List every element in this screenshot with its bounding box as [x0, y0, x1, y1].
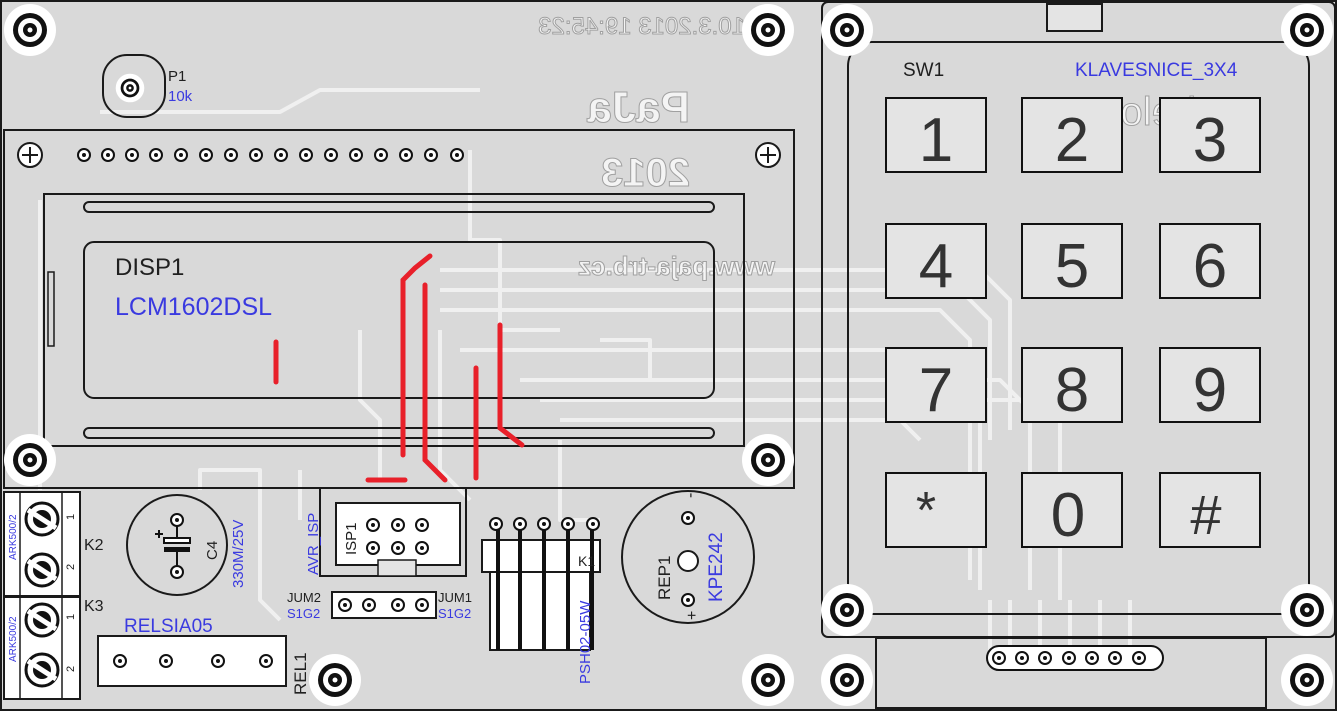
k1-connector: K1 PSH02-05W — [481, 517, 601, 684]
k2-value: ARK500/2 — [8, 514, 19, 560]
keypad-key-star[interactable]: * — [885, 472, 987, 548]
keypad-key-9[interactable]: 9 — [1159, 347, 1261, 425]
keypad-key-0[interactable]: 0 — [1021, 472, 1123, 550]
p1-potentiometer: P1 10k — [102, 54, 193, 118]
rel1-relay: RELSIA05 REL1 — [97, 616, 310, 695]
k1-value: PSH02-05W — [577, 600, 594, 684]
jum1-value: S1G2 — [438, 606, 471, 621]
year-text: 2013 — [601, 151, 690, 195]
author-text: PaJa — [587, 83, 690, 132]
jum2-ref: JUM2 — [287, 590, 321, 605]
keypad-key-1[interactable]: 1 — [885, 97, 987, 175]
key-label: 7 — [919, 356, 953, 425]
k3-pin2: 2 — [65, 666, 77, 672]
rel1-ref: REL1 — [291, 652, 310, 695]
rep1-buzzer: REP1 KPE242 - + — [621, 490, 755, 624]
jum1-ref: JUM1 — [438, 590, 472, 605]
p1-ref: P1 — [168, 68, 186, 85]
c4-ref: C4 — [204, 541, 221, 560]
rep1-plus: + — [684, 611, 701, 620]
rep1-ref: REP1 — [655, 556, 674, 600]
k3-value: ARK500/2 — [8, 616, 19, 662]
display-value: LCM1602DSL — [115, 293, 272, 321]
keypad-value: KLAVESNICE_3X4 — [1075, 60, 1238, 81]
k3-ref: K3 — [84, 598, 104, 615]
keypad-key-7[interactable]: 7 — [885, 347, 987, 425]
rep1-minus: - — [682, 493, 699, 498]
p1-value: 10k — [168, 88, 193, 105]
c4-value: 330M/25V — [230, 520, 247, 588]
keypad-connector — [986, 645, 1164, 671]
k2-terminal-block: ARK500/2 1 2 K2 — [3, 491, 104, 597]
display-mount-holes — [17, 142, 781, 168]
k2-pin1: 1 — [65, 514, 77, 520]
isp-value: AVR_ISP — [305, 513, 322, 575]
key-label: 1 — [919, 106, 953, 175]
date-stamp: 10.3.2013 19:45:23 — [538, 13, 745, 40]
jumpers: JUM2 S1G2 JUM1 S1G2 — [287, 590, 472, 621]
key-label: 3 — [1193, 106, 1227, 175]
website-text: www.paja-trb.cz — [578, 251, 776, 281]
key-label: 0 — [1051, 481, 1085, 550]
keypad-key-5[interactable]: 5 — [1021, 223, 1123, 301]
rel1-value: RELSIA05 — [124, 616, 213, 637]
k2-pin2: 2 — [65, 564, 77, 570]
keypad: SW1 KLAVESNICE_3X4 1 2 3 4 5 6 7 8 9 * 0… — [821, 1, 1336, 709]
keypad-key-8[interactable]: 8 — [1021, 347, 1123, 425]
key-label: 5 — [1055, 232, 1089, 301]
keypad-key-2[interactable]: 2 — [1021, 97, 1123, 175]
keypad-key-4[interactable]: 4 — [885, 223, 987, 301]
key-label: * — [916, 482, 936, 540]
key-label: 4 — [919, 232, 953, 301]
keypad-key-hash[interactable]: # — [1159, 472, 1261, 548]
k3-pin1: 1 — [65, 614, 77, 620]
red-traces — [273, 253, 525, 483]
isp-ref: ISP1 — [343, 522, 360, 555]
keypad-key-3[interactable]: 3 — [1159, 97, 1261, 175]
k2-ref: K2 — [84, 537, 104, 554]
key-label: 2 — [1055, 106, 1089, 175]
key-label: 8 — [1055, 356, 1089, 425]
lcd-display: DISP1 LCM1602DSL — [3, 129, 795, 489]
c4-capacitor: C4 330M/25V — [126, 494, 247, 596]
jum2-value: S1G2 — [287, 606, 320, 621]
rep1-value: KPE242 — [706, 532, 727, 602]
isp1-connector: ISP1 AVR_ISP — [305, 487, 467, 577]
display-ref: DISP1 — [115, 254, 184, 281]
key-label: 6 — [1193, 232, 1227, 301]
keypad-ref: SW1 — [903, 60, 944, 81]
key-label: # — [1190, 483, 1221, 546]
k3-terminal-block: ARK500/2 1 2 K3 — [3, 596, 104, 700]
keypad-key-6[interactable]: 6 — [1159, 223, 1261, 301]
key-label: 9 — [1193, 356, 1227, 425]
k1-ref: K1 — [578, 553, 595, 569]
